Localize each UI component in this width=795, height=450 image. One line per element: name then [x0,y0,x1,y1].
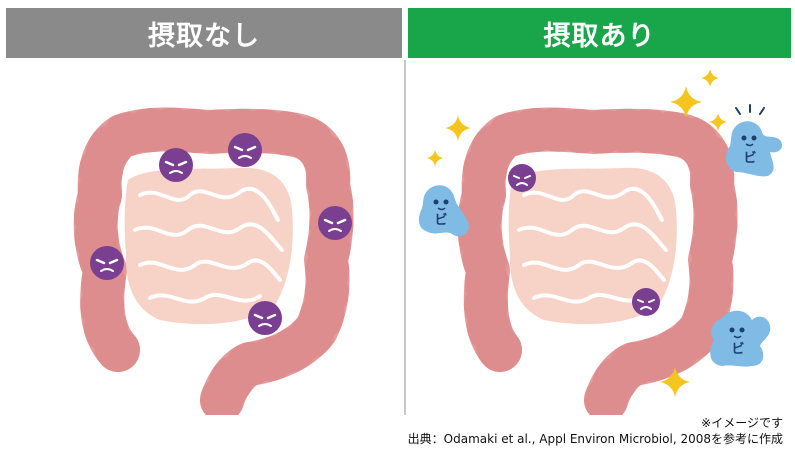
image-note: ※イメージです [701,416,783,430]
bad-bacteria-icon [632,288,660,316]
sparkle-icon [660,367,690,397]
bad-bacteria-icon [508,164,536,192]
good-bacteria-label: ビ [434,212,447,228]
colon-icon [73,107,354,415]
header-no-intake-label: 摂取なし [148,20,260,52]
colon-icon [457,107,738,415]
intestine-with-intake-illustration: ビ ビ ビ [418,70,783,415]
sparkle-icon [709,113,727,131]
sparkle-icon [445,115,471,141]
bad-bacteria-icon [90,246,124,280]
good-bacteria-label: ビ [743,150,756,166]
bad-bacteria-icon [159,148,193,182]
bad-bacteria-icon [318,206,352,240]
header-no-intake: 摂取なし [6,8,402,58]
good-bacteria-icon: ビ [726,104,783,177]
header-with-intake: 摂取あり [408,8,791,58]
small-intestine [508,167,677,325]
header-with-intake-label: 摂取あり [543,20,656,52]
bad-bacteria-icon [248,301,282,335]
small-intestine [124,167,293,325]
bad-bacteria-icon [228,133,262,167]
sparkle-icon [670,86,702,118]
good-bacteria-icon: ビ [418,185,469,237]
source-citation: 出典：Odamaki et al., Appl Environ Microbio… [407,432,783,446]
sparkle-icon [701,70,719,87]
sparkle-icon [427,150,443,166]
panel-divider [404,60,406,415]
intestine-no-intake-illustration [73,107,354,415]
good-bacteria-icon: ビ [710,310,771,367]
good-bacteria-label: ビ [731,341,744,357]
